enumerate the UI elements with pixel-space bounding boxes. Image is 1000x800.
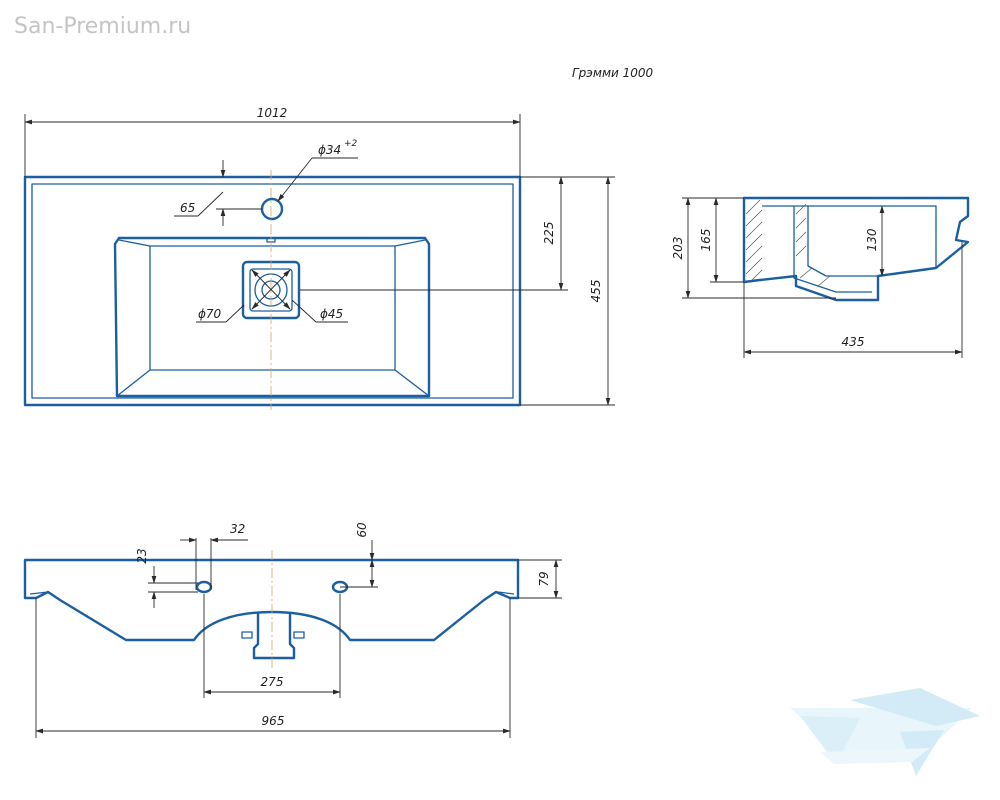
dim-section-depth-label: 435 (842, 335, 865, 349)
dim-hole-height-label: 23 (135, 548, 149, 563)
front-drain-tab-right (293, 631, 305, 639)
dim-tap-offset-label: 65 (180, 201, 195, 215)
dim-hole-to-top-label: 60 (355, 522, 369, 538)
section-bowl-line (808, 205, 937, 268)
front-drain (252, 612, 296, 660)
top-view: 1012 455 225 65 ϕ34 +2 ϕ70 ϕ45 (23, 106, 615, 410)
dim-tap-diameter-label: ϕ34 (318, 143, 341, 157)
bowl-slopes (116, 239, 430, 397)
dim-total-height-label: 203 (671, 237, 685, 260)
dim-drain-diag-2 (251, 269, 291, 310)
dim-tap-tolerance-label: +2 (344, 139, 358, 149)
front-view: 32 23 60 79 275 965 (23, 522, 562, 738)
front-drain-tab-left (241, 631, 253, 639)
dim-width-label: 1012 (257, 106, 288, 120)
model-title: Грэмми 1000 (572, 66, 654, 80)
bowl-bottom (149, 245, 396, 371)
dim-leader (197, 191, 224, 217)
dim-bowl-height-label: 165 (699, 229, 713, 252)
dim-drain-inner-label: ϕ45 (320, 307, 343, 321)
dim-rim-height-label: 79 (537, 571, 551, 586)
dim-leader (225, 304, 245, 323)
watermark-text: San-Premium.ru (14, 14, 191, 39)
mount-hole-left (195, 580, 213, 594)
front-outline (23, 558, 520, 642)
dim-hole-spacing-label: 32 (230, 522, 245, 536)
dim-drain-outer-label: ϕ70 (198, 307, 222, 321)
section-inner-walls (762, 205, 878, 293)
dim-leader-arrow (277, 157, 313, 202)
top-rim-outline (31, 183, 514, 399)
section-outline (742, 196, 970, 302)
dim-drain-offset-label: 225 (542, 222, 556, 245)
tap-hole (260, 197, 284, 221)
side-section: 203 165 130 435 (671, 196, 970, 358)
dim-mount-span-label: 275 (261, 675, 284, 689)
dim-depth-label: 455 (589, 280, 603, 303)
dim-leader (291, 299, 317, 323)
bathtub-logo-icon (790, 688, 980, 776)
front-foot-lines (29, 591, 515, 595)
top-outer-outline (23, 175, 522, 407)
dim-inner-depth-label: 130 (865, 228, 879, 251)
dim-bottom-width-label: 965 (262, 714, 285, 728)
section-hatching (745, 199, 831, 287)
